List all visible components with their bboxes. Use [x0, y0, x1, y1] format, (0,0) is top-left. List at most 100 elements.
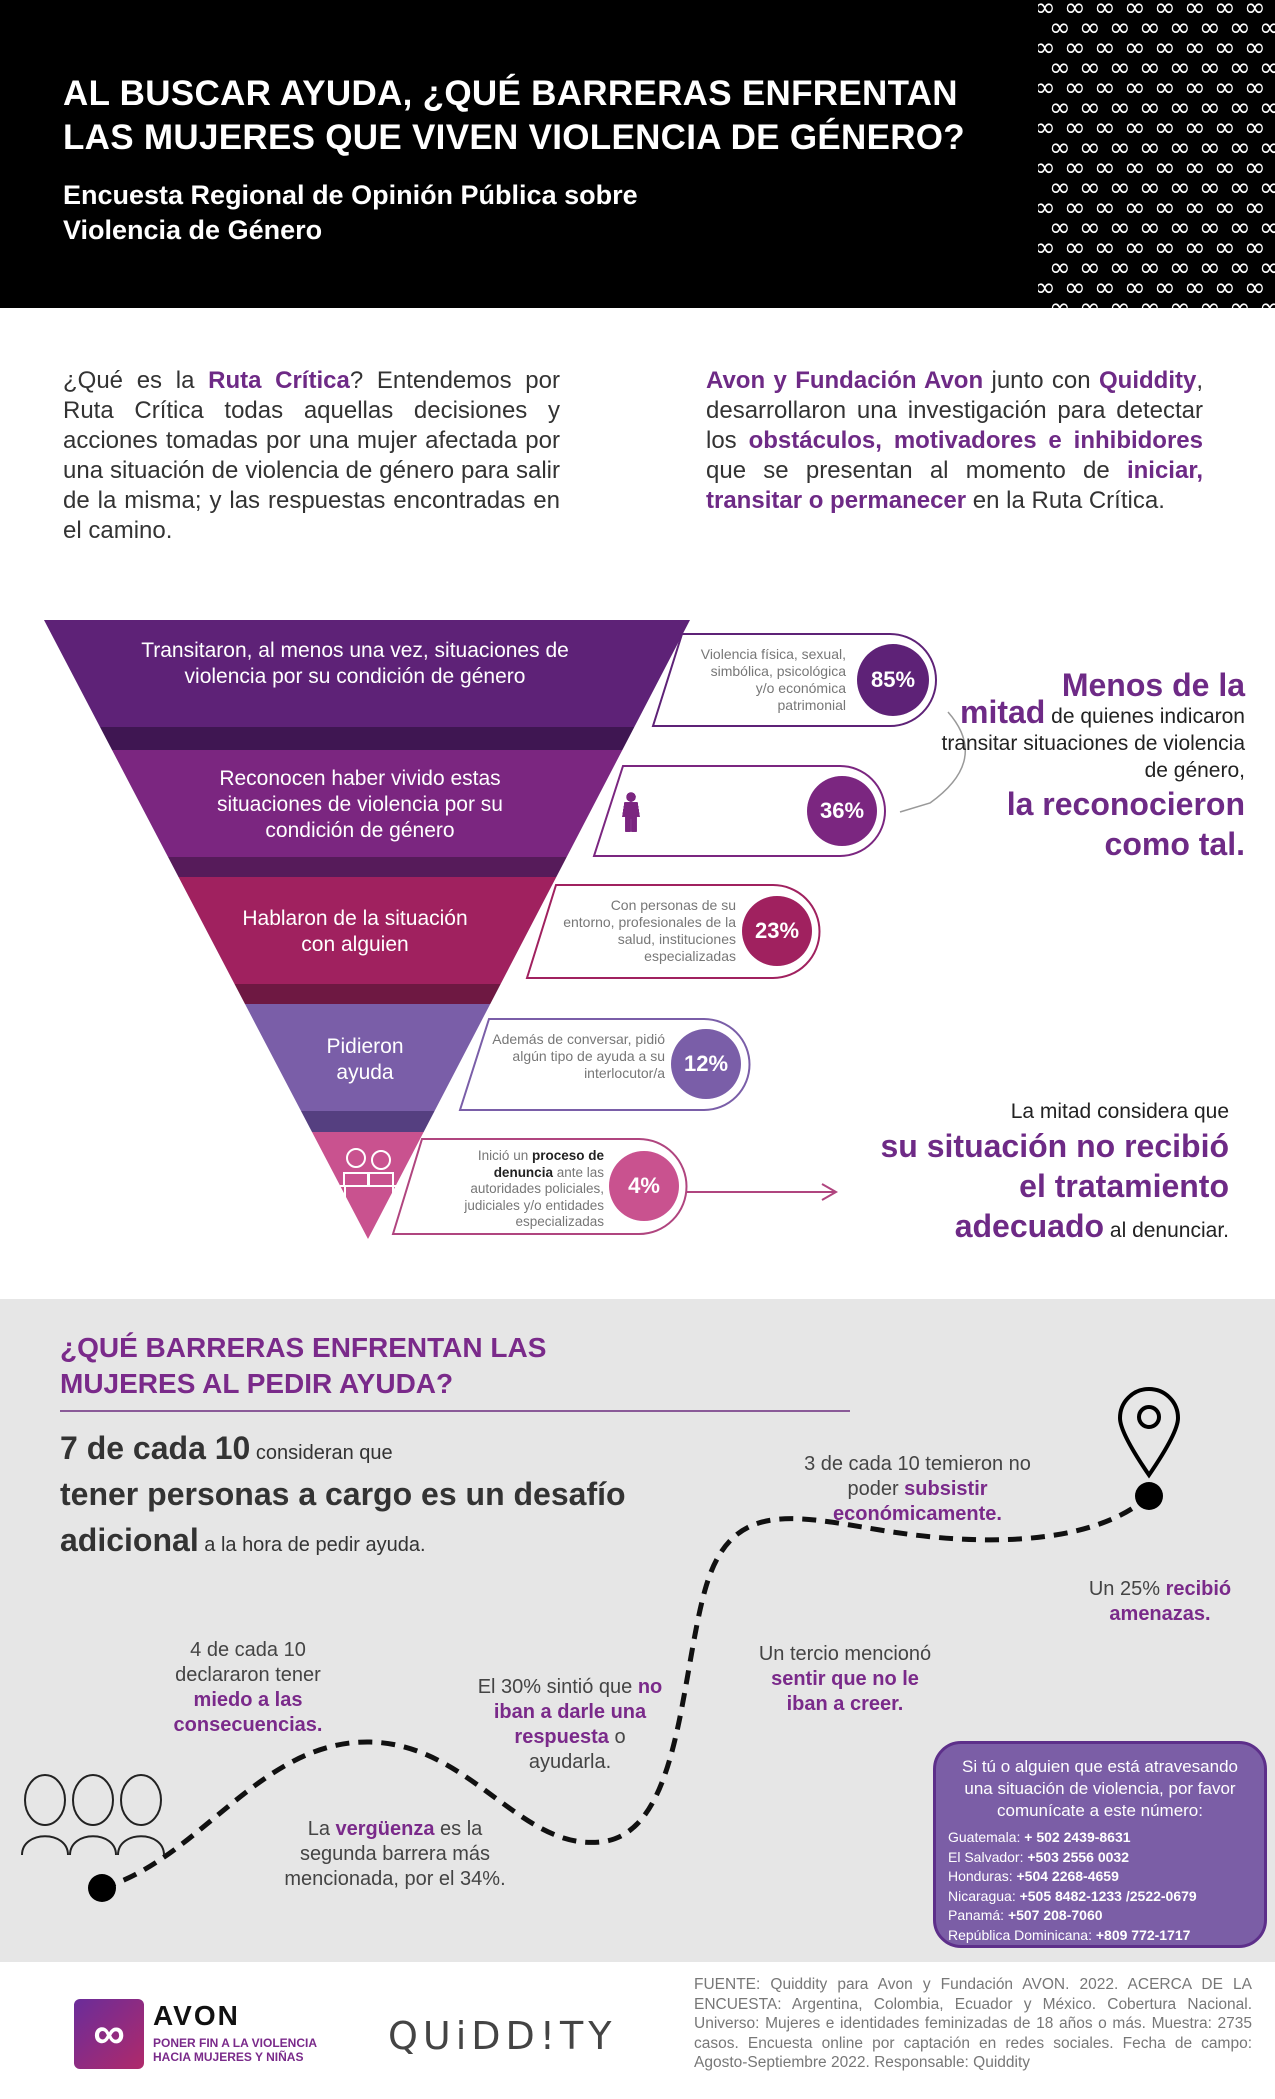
phone-number[interactable]: + 502 2439-8631: [1024, 1829, 1131, 1845]
text: 3 de cada 10 temieron no poder: [804, 1453, 1031, 1500]
infinity-icon: ∞: [1109, 13, 1131, 43]
avon-logo-icon: ∞: [74, 1999, 144, 2069]
text: en la Ruta Crítica.: [966, 487, 1165, 514]
text: ? Entendemos por Ruta Crítica todas aque…: [63, 367, 560, 544]
infinity-icon: ∞: [1259, 93, 1275, 123]
callout-12: Además de conversar, pidió algún tipo de…: [458, 1018, 751, 1111]
infinity-icon: ∞: [1184, 33, 1206, 63]
header-banner: [0, 0, 1275, 308]
percent-badge: 4%: [609, 1151, 679, 1221]
hotline-row: Guatemala: + 502 2439-8631: [948, 1828, 1252, 1848]
infinity-icon: ∞: [1259, 53, 1275, 83]
phone-number[interactable]: +503 2556 0032: [1027, 1848, 1129, 1865]
highlight: vergüenza: [335, 1818, 435, 1840]
subtitle-line: Violencia de Género: [63, 215, 323, 245]
callout-85: Violencia física, sexual, simbólica, psi…: [651, 633, 937, 727]
infinity-icon: ∞: [1169, 253, 1191, 283]
point-miedo: 4 de cada 10 declararon tener miedo a la…: [148, 1638, 348, 1738]
callout-la-mitad: La mitad considera que su situación no r…: [840, 1098, 1230, 1251]
avon-tagline: PONER FIN A LA VIOLENCIA HACIA MUJERES Y…: [153, 2036, 317, 2064]
text: adecuado: [954, 1208, 1105, 1244]
complaint-desk-icon: [340, 1148, 398, 1200]
text: ¿QUÉ BARRERAS ENFRENTAN LAS: [60, 1332, 547, 1363]
point-subsistir: 3 de cada 10 temieron no poder subsistir…: [800, 1452, 1035, 1527]
percent-badge: 12%: [671, 1029, 741, 1099]
infinity-icon: ∞: [1154, 0, 1176, 23]
infinity-pattern-icon: ∞∞∞∞∞∞∞∞∞∞∞∞∞∞∞∞∞∞∞∞∞∞∞∞∞∞∞∞∞∞∞∞∞∞∞∞∞∞∞∞…: [1038, 0, 1275, 308]
highlight: no iban a darle una respuesta: [493, 1676, 663, 1748]
infinity-icon: ∞: [1079, 93, 1101, 123]
connector-curve: [899, 711, 967, 813]
callout-23: Con personas de su entorno, profesionale…: [525, 884, 821, 979]
infinity-icon: ∞: [1064, 193, 1086, 223]
funnel-label-reconocen: Reconocen haber vivido estas situaciones…: [216, 767, 503, 842]
hotline-row: República Dominicana: +809 772-1717: [948, 1926, 1252, 1946]
source-note: FUENTE: Quiddity para Avon y Fundación A…: [694, 1976, 1252, 2071]
highlight: Ruta Crítica: [208, 367, 350, 394]
highlight: sentir que no le iban a creer.: [771, 1668, 919, 1715]
funnel-label-hablaron: Hablaron de la situación con alguien: [242, 907, 468, 956]
point-verguenza: La vergüenza es la segunda barrera más m…: [275, 1817, 515, 1892]
infinity-icon: ∞: [1124, 73, 1146, 103]
infinity-icon: ∞: [1064, 233, 1086, 263]
country: Nicaragua:: [948, 1887, 1016, 1904]
infinity-icon: ∞: [1139, 293, 1161, 308]
infinity-icon: ∞: [1259, 133, 1275, 163]
infinity-icon: ∞: [1154, 193, 1176, 223]
infinity-icon: ∞: [1229, 13, 1251, 43]
barriers-heading: ¿QUÉ BARRERAS ENFRENTAN LAS MUJERES AL P…: [60, 1330, 546, 1402]
path-graphic: [21, 1387, 1181, 1902]
country: Panamá:: [948, 1907, 1005, 1923]
infinity-icon: ∞: [1064, 273, 1086, 303]
infinity-icon: ∞: [1199, 213, 1221, 243]
country: El Salvador:: [948, 1848, 1024, 1865]
callout-36: 36%: [592, 765, 886, 857]
infinity-icon: ∞: [1079, 53, 1101, 83]
text: MUJERES AL PEDIR AYUDA?: [60, 1368, 454, 1399]
page-subtitle: Encuesta Regional de Opinión Pública sob…: [63, 178, 638, 248]
end-dot: [1135, 1482, 1163, 1510]
infinity-icon: ∞: [1049, 53, 1071, 83]
infinity-icon: ∞: [1109, 133, 1131, 163]
point-creer: Un tercio mencionó sentir que no le iban…: [750, 1642, 940, 1717]
highlight: miedo a las consecuencias.: [173, 1689, 323, 1736]
funnel-band: [168, 857, 567, 877]
infinity-icon: ∞: [1079, 213, 1101, 243]
hotline-box: Si tú o alguien que está atravesando una…: [933, 1741, 1267, 1948]
infinity-icon: ∞: [1139, 173, 1161, 203]
infinity-icon: ∞: [1109, 253, 1131, 283]
highlight: recibió amenazas.: [1109, 1578, 1232, 1625]
infinity-icon: ∞: [1244, 273, 1266, 303]
page-title: AL BUSCAR AYUDA, ¿QUÉ BARRERAS ENFRENTAN…: [63, 72, 965, 160]
start-dot: [88, 1874, 116, 1902]
text: al denunciar.: [1104, 1219, 1229, 1242]
text: La mitad considera que: [1010, 1100, 1229, 1123]
infinity-icon: ∞: [1169, 173, 1191, 203]
infinity-icon: ∞: [1079, 133, 1101, 163]
intro-research: Avon y Fundación Avon junto con Quiddity…: [706, 366, 1203, 516]
infinity-icon: ∞: [1094, 233, 1116, 263]
infinity-icon: ∞: [1259, 213, 1275, 243]
infinity-icon: ∞: [1184, 153, 1206, 183]
infinity-icon: ∞: [1214, 113, 1236, 143]
phone-number[interactable]: +504 2268-4659: [1016, 1868, 1119, 1884]
phone-number[interactable]: +809 772-1717: [1095, 1926, 1191, 1943]
percent-badge: 85%: [857, 644, 929, 716]
infinity-icon: ∞: [1229, 133, 1251, 163]
infinity-icon: ∞: [1038, 233, 1056, 263]
infinity-icon: ∞: [1214, 273, 1236, 303]
phone-number[interactable]: +505 8482-1233 /2522-0679: [1019, 1887, 1197, 1904]
phone-number[interactable]: +507 208-7060: [1007, 1907, 1103, 1923]
quiddity-logo: QUiDD!TY: [388, 2014, 617, 2058]
detail-text: Violencia física, sexual, simbólica, psi…: [700, 646, 846, 713]
point-respuesta: El 30% sintió que no iban a darle una re…: [475, 1675, 665, 1775]
infinity-icon: ∞: [1038, 153, 1056, 183]
text: mitad: [960, 694, 1046, 730]
infinity-icon: ∞: [1094, 0, 1116, 23]
infinity-icon: ∞: [1199, 93, 1221, 123]
hotline-row: El Salvador: +503 2556 0032: [948, 1848, 1252, 1868]
infinity-icon: ∞: [1139, 93, 1161, 123]
funnel-band: [234, 984, 501, 1004]
location-pin-icon: [1117, 1387, 1181, 1479]
infinity-icon: ∞: [1139, 133, 1161, 163]
